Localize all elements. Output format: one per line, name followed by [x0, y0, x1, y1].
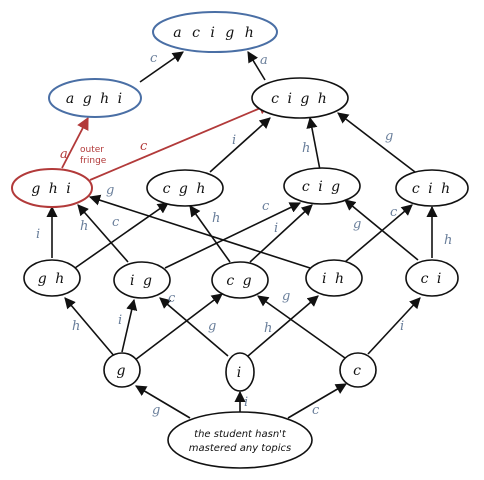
edge-c-ci [367, 297, 421, 355]
edge-label-ghi-aghi: a [60, 147, 68, 162]
edge-cgh-cigh [209, 117, 271, 173]
node-ig-label: i g [130, 273, 154, 289]
edge-label-cg-cgh-right: h [212, 211, 220, 226]
node-ghi-label: g h i [31, 181, 72, 197]
node-c: c [339, 352, 377, 388]
edge-label-cg-cgh-left: c [112, 215, 120, 230]
node-cgh: c g h [146, 169, 224, 207]
edge-cigh-acigh [247, 51, 266, 81]
start-label-line1: the student hasn't [194, 429, 287, 440]
edge-label-ih-cih: c [390, 205, 398, 220]
node-aghi: a g h i [48, 78, 142, 118]
edge-label-ig-ghi: h [80, 219, 88, 234]
edge-label-start-i: i [244, 395, 248, 410]
node-cig-label: c i g [302, 179, 342, 195]
edge-label-cg-cig: i [274, 221, 278, 236]
node-i-label: i [237, 365, 243, 381]
start-label-line2: mastered any topics [189, 443, 291, 454]
edge-label-cig-cigh: h [302, 141, 310, 156]
node-ci-label: c i [421, 271, 444, 287]
edge-label-ih-ghi: g [106, 183, 114, 198]
edge-label-ghi-cigh: c [140, 139, 148, 154]
node-cg: c g [211, 261, 269, 299]
edge-ig-cig [164, 202, 302, 269]
edge-g-gh [64, 297, 116, 358]
edge-i-ih [247, 295, 319, 357]
edge-label-aghi-acigh: c [150, 51, 158, 66]
node-aghi-label: a g h i [66, 91, 124, 107]
edge-label-i-ig: g [208, 319, 216, 334]
node-start: the student hasn't mastered any topics [167, 411, 313, 469]
node-i: i [225, 352, 255, 392]
edge-label-i-ih: h [264, 321, 272, 336]
edge-cg-cig [249, 204, 313, 263]
edge-ih-cih [344, 204, 413, 263]
edge-ih-ghi [88, 194, 311, 269]
node-cih: c i h [395, 169, 469, 207]
fringe-label-line2: fringe [80, 156, 107, 166]
edge-g-cg [134, 293, 223, 361]
node-acigh: a c i g h [152, 11, 278, 53]
edge-cig-cigh [306, 116, 321, 171]
edge-gh-cgh [74, 202, 169, 269]
nodes: a c i g h a g h i c i g h g h i c g h c … [11, 11, 469, 469]
edges [46, 51, 438, 419]
node-cgh-label: c g h [163, 181, 208, 197]
node-cigh: c i g h [251, 77, 349, 119]
edge-label-ci-cih: h [444, 233, 452, 248]
edge-label-cgh-cigh: i [232, 133, 236, 148]
edge-label-ig-cig: c [262, 199, 270, 214]
edge-label-g-ig: i [118, 313, 122, 328]
node-ih: i h [305, 259, 363, 297]
node-acigh-label: a c i g h [173, 25, 256, 41]
edge-ghi-cigh [89, 102, 272, 181]
edge-label-gh-ghi: i [36, 227, 40, 242]
node-c-label: c [353, 363, 363, 379]
outer-fringe-annotation: outer fringe [80, 145, 107, 166]
edge-labels: c a a c i h g g i h c h c i g c h h i c … [36, 51, 452, 418]
edge-label-ci-cig: g [353, 217, 361, 232]
edge-start-g [135, 385, 191, 419]
node-ig: i g [113, 261, 171, 299]
node-ghi: g h i [11, 168, 93, 208]
fringe-label-line1: outer [80, 145, 104, 155]
edge-label-c-ci: i [400, 319, 404, 334]
edge-ig-ghi [77, 204, 129, 263]
edge-g-ig [121, 298, 138, 353]
edge-label-g-cg: c [168, 291, 176, 306]
node-ci: c i [405, 259, 459, 297]
node-cigh-label: c i g h [271, 91, 329, 107]
node-cig: c i g [283, 167, 361, 205]
node-cg-label: c g [226, 273, 253, 289]
edge-label-cigh-acigh: a [260, 53, 268, 68]
edge-aghi-acigh [139, 51, 184, 83]
node-ih-label: i h [322, 271, 346, 287]
node-g-label: g [117, 363, 128, 379]
edge-label-start-c: c [312, 403, 320, 418]
node-g: g [103, 352, 141, 388]
edge-cih-cigh [337, 112, 416, 173]
node-cih-label: c i h [412, 181, 452, 197]
fringe-edges [61, 102, 272, 181]
edge-start-c [287, 383, 347, 419]
edge-ghi-aghi [61, 116, 89, 169]
edge-c-cg [257, 295, 346, 359]
edge-i-ig [159, 297, 229, 357]
node-gh: g h [23, 259, 81, 297]
node-gh-label: g h [38, 271, 66, 287]
edge-label-c-cg: g [282, 289, 290, 304]
edge-label-cih-cigh: g [385, 129, 393, 144]
edge-label-g-gh: h [72, 319, 80, 334]
edge-label-start-g: g [152, 403, 160, 418]
edge-cg-cgh [189, 205, 231, 263]
